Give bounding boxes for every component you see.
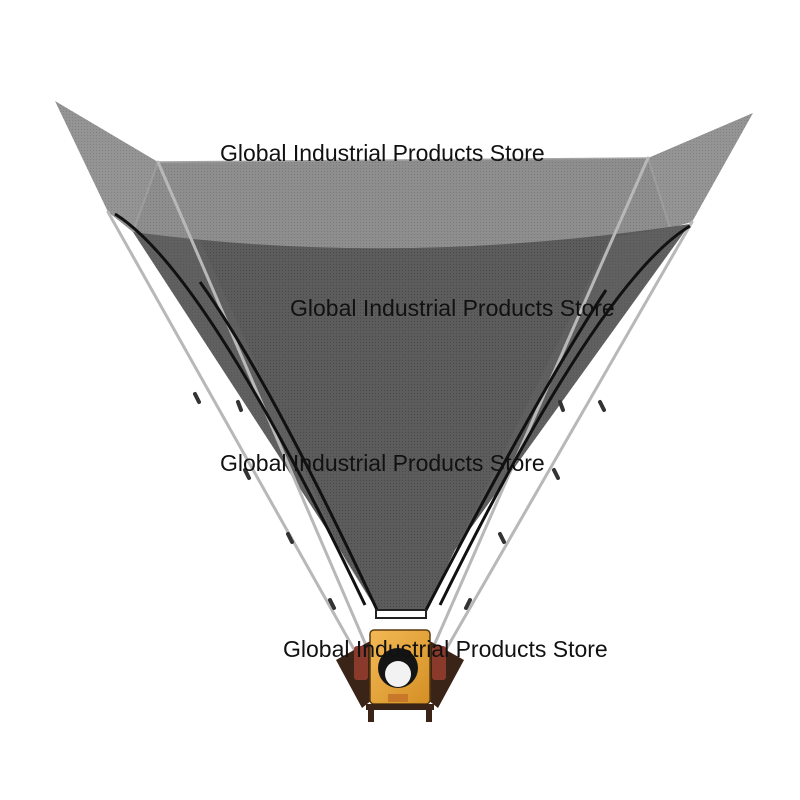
rope-left-inner	[198, 281, 380, 613]
inner-funnel-net	[133, 224, 690, 612]
ball-inner	[385, 661, 411, 687]
support-ropes	[114, 212, 691, 613]
watermark-text: Global Industrial Products Store	[290, 295, 615, 321]
funnel-net	[133, 224, 690, 612]
machine-foot-left	[368, 708, 374, 722]
net-fold-left	[132, 161, 159, 233]
rope-right-inner	[423, 289, 608, 613]
pole-left-outer	[106, 210, 362, 662]
rope-right-outer	[438, 224, 691, 606]
pole-right-outer	[438, 220, 694, 662]
machine-right-wheel	[432, 646, 446, 680]
watermark-text: Global Industrial Products Store	[220, 450, 545, 476]
rope-left-outer	[114, 212, 367, 606]
watermark-text: Global Industrial Products Store	[283, 636, 608, 662]
pole-right-inner	[430, 156, 650, 652]
outer-net-left-wing	[55, 101, 158, 232]
machine-foot-right	[426, 708, 432, 722]
pole-joints	[193, 392, 606, 610]
net-fold-right	[647, 157, 671, 229]
machine-base-panel	[388, 694, 408, 702]
watermark-text: Global Industrial Products Store	[220, 140, 545, 166]
outer-net	[55, 101, 753, 254]
net-top-edge	[157, 157, 649, 163]
outer-net-top-panel	[133, 158, 670, 254]
launcher-machine	[336, 629, 464, 722]
outer-net-right-wing	[648, 113, 753, 228]
funnel-mouth-frame	[375, 609, 427, 619]
machine-base-frame	[366, 704, 434, 710]
machine-left-wheel	[354, 646, 368, 680]
